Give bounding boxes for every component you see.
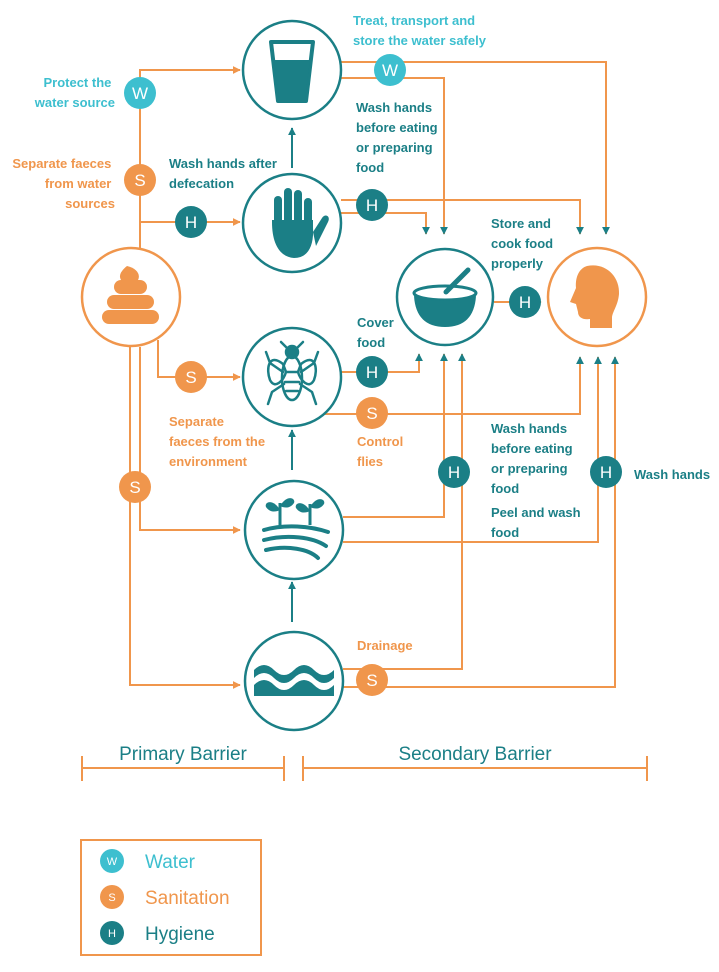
- line-water-to-person: [341, 61, 610, 235]
- line-fields-to-person: [343, 356, 602, 543]
- node-faeces: [80, 246, 182, 348]
- svg-text:S: S: [185, 368, 196, 387]
- node-flies: [241, 326, 343, 428]
- secondary-barrier-label: Secondary Barrier: [398, 744, 552, 765]
- svg-text:S: S: [108, 892, 115, 904]
- label-separate-env: Separate faeces from the environment: [169, 414, 269, 469]
- line-hands-to-person: [341, 199, 584, 235]
- badge-w-treat: W: [374, 54, 406, 86]
- label-cover-food: Cover food: [357, 315, 397, 350]
- line-water-to-food: [341, 77, 448, 235]
- line-fields-to-food: [343, 353, 448, 518]
- node-person: [546, 246, 648, 348]
- badge-w-protect: W: [124, 77, 156, 109]
- node-hands: [241, 172, 343, 274]
- svg-text:S: S: [366, 671, 377, 690]
- svg-text:H: H: [108, 928, 116, 940]
- badge-h-wash-hands: H: [590, 456, 622, 488]
- svg-text:Sanitation: Sanitation: [145, 888, 230, 909]
- label-wash-before-2: Wash hands before eating or preparing fo…: [491, 421, 576, 496]
- svg-text:W: W: [107, 856, 118, 868]
- person-head-icon: [570, 265, 620, 328]
- node-fluids: [243, 630, 345, 732]
- svg-text:H: H: [185, 213, 197, 232]
- badge-s-separate-sources: S: [124, 164, 156, 196]
- label-wash-before-1: Wash hands before eating or preparing fo…: [356, 100, 441, 175]
- label-control-flies: Control flies: [357, 434, 407, 469]
- node-water: [241, 19, 343, 121]
- badge-h-cover: H: [356, 356, 388, 388]
- legend: W Water S Sanitation H Hygiene: [80, 839, 262, 956]
- primary-barrier: Primary Barrier: [81, 744, 285, 781]
- svg-text:W: W: [132, 84, 148, 103]
- label-drainage: Drainage: [357, 638, 413, 653]
- svg-text:H: H: [366, 196, 378, 215]
- label-wash-after: Wash hands after defecation: [169, 156, 281, 191]
- label-separate-sources: Separate faeces from water sources: [12, 156, 115, 211]
- label-peel-wash: Peel and wash food: [491, 505, 584, 540]
- line-faeces-to-flies: [157, 340, 241, 381]
- legend-item-sanitation: S Sanitation: [100, 885, 230, 909]
- line-faeces-to-fluids: [129, 340, 241, 689]
- label-wash-hands: Wash hands: [634, 467, 710, 482]
- badge-h-hands: H: [175, 206, 207, 238]
- badge-s-fluids: S: [119, 471, 151, 503]
- badge-s-control: S: [356, 397, 388, 429]
- svg-text:H: H: [600, 463, 612, 482]
- node-food: [395, 247, 495, 347]
- svg-text:H: H: [448, 463, 460, 482]
- svg-text:W: W: [382, 61, 398, 80]
- badge-h-store-cook: H: [509, 286, 541, 318]
- legend-item-water: W Water: [100, 849, 196, 873]
- badge-s-separate-env: S: [175, 361, 207, 393]
- fly-icon: [264, 340, 320, 406]
- svg-text:H: H: [519, 293, 531, 312]
- hand-icon: [272, 188, 329, 258]
- line-faeces-to-fields: [139, 347, 241, 534]
- label-store-cook: Store and cook food properly: [491, 216, 557, 271]
- label-treat-store: Treat, transport and store the water saf…: [353, 13, 487, 48]
- svg-text:H: H: [366, 363, 378, 382]
- food-bowl-icon: [412, 267, 478, 327]
- water-glass-icon: [269, 40, 315, 103]
- line-flies-to-person: [320, 356, 584, 415]
- badge-h-wash-before: H: [356, 189, 388, 221]
- node-fields: [243, 479, 345, 581]
- svg-text:S: S: [134, 171, 145, 190]
- line-hands-to-food: [341, 212, 430, 235]
- flood-water-icon: [254, 665, 334, 696]
- svg-text:Water: Water: [145, 852, 196, 873]
- badge-s-drainage: S: [356, 664, 388, 696]
- crop-field-icon: [262, 498, 330, 560]
- legend-item-hygiene: H Hygiene: [100, 921, 215, 945]
- svg-text:Hygiene: Hygiene: [145, 924, 215, 945]
- secondary-barrier: Secondary Barrier: [302, 744, 648, 781]
- svg-text:S: S: [129, 478, 140, 497]
- svg-text:S: S: [366, 404, 377, 423]
- label-protect-source: Protect the water source: [34, 75, 115, 110]
- badge-h-wash-before-2: H: [438, 456, 470, 488]
- primary-barrier-label: Primary Barrier: [119, 744, 247, 765]
- faeces-icon: [102, 266, 159, 324]
